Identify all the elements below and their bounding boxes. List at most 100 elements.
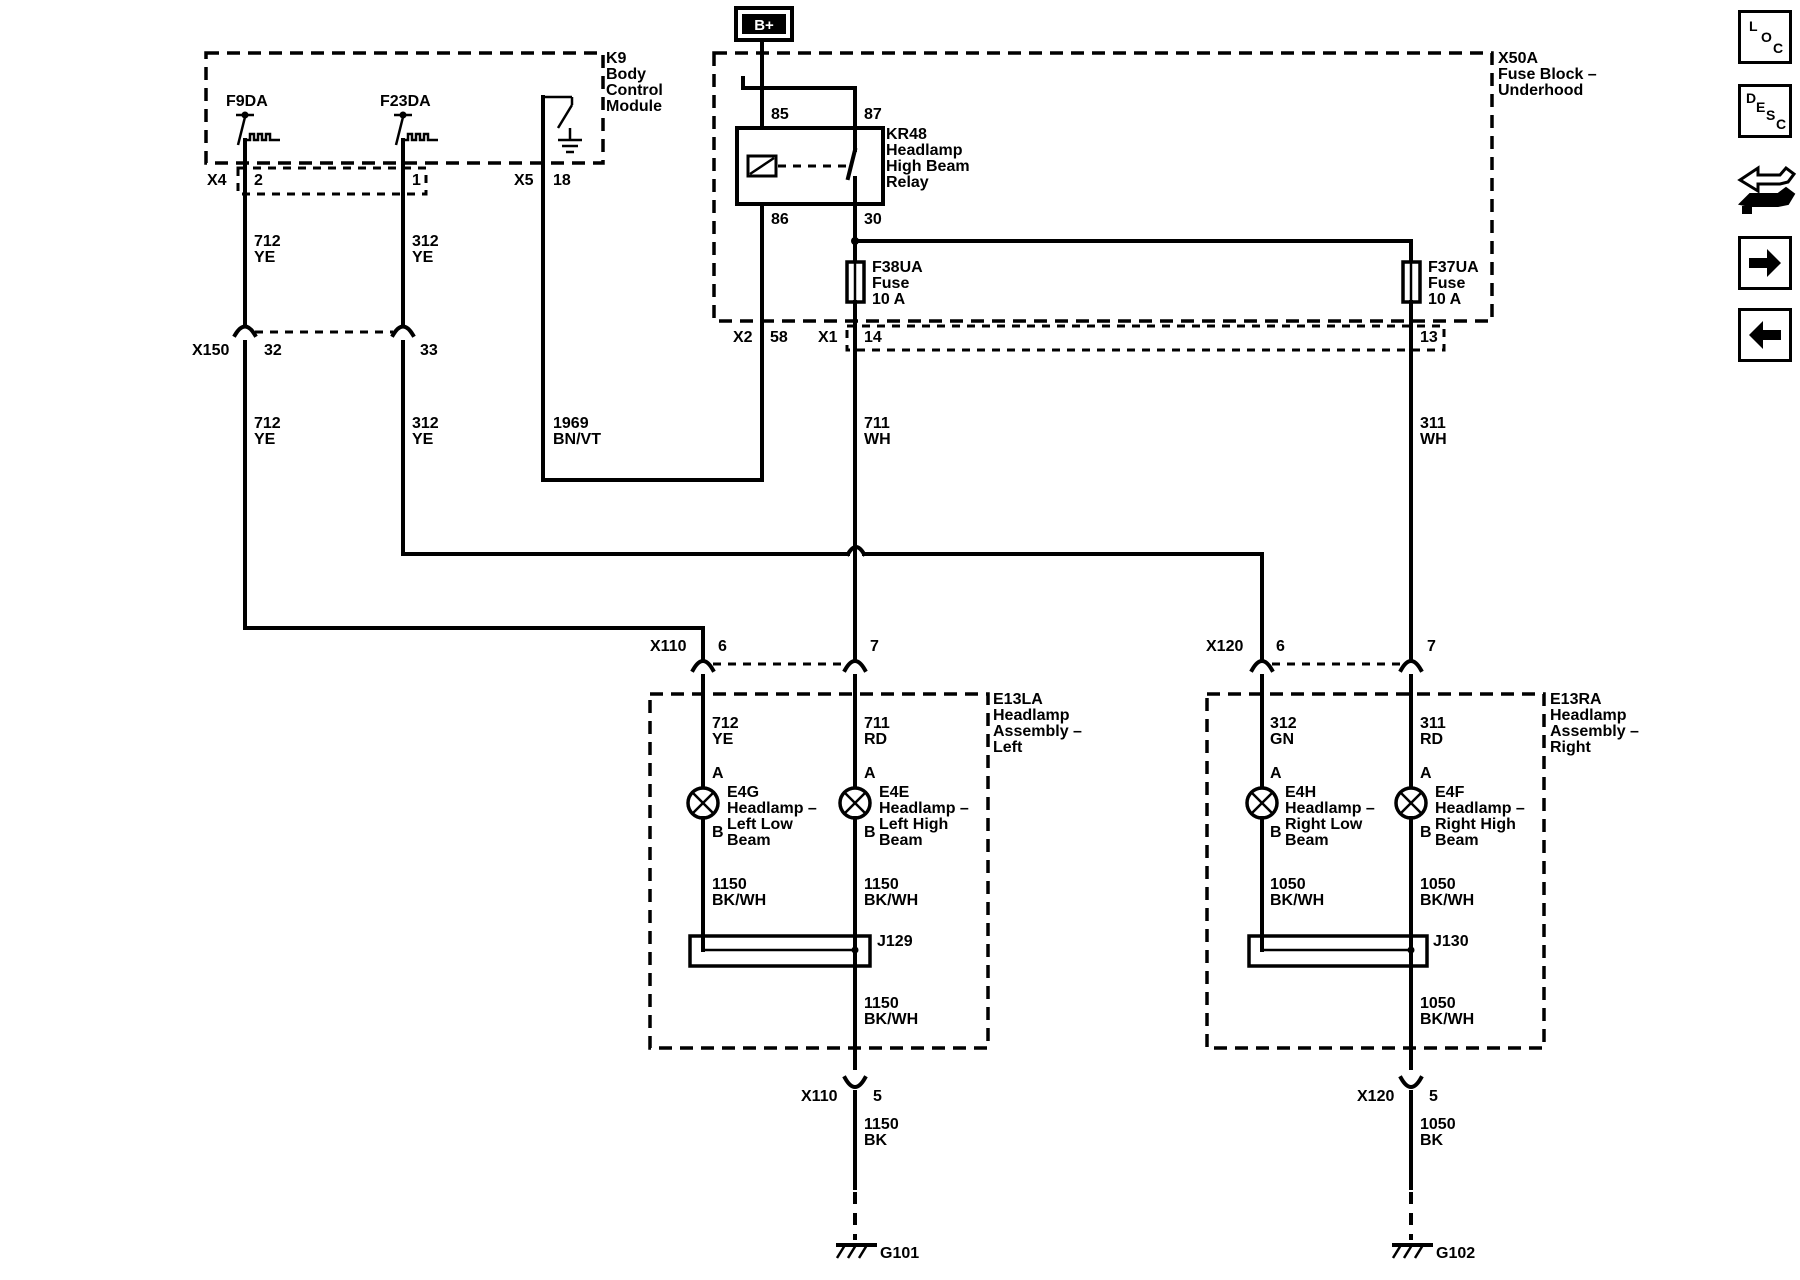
ground-g102-symbol bbox=[1391, 1243, 1433, 1259]
wire-712-run bbox=[243, 626, 705, 662]
w1050b-num: 1050 bbox=[1420, 876, 1456, 893]
w311-color: WH bbox=[1420, 431, 1447, 448]
e4e-label-4: Beam bbox=[879, 832, 923, 849]
x120-ground-connector bbox=[1398, 1075, 1424, 1089]
x4-connector-box bbox=[236, 166, 428, 196]
e4h-pin-a: A bbox=[1270, 765, 1282, 782]
left-assembly-box bbox=[648, 692, 990, 1050]
e4h-label-1: E4H bbox=[1285, 784, 1316, 801]
desc-letter-d: D bbox=[1746, 90, 1757, 106]
e4g-label-3: Left Low bbox=[727, 816, 793, 833]
e4h-label-4: Beam bbox=[1285, 832, 1329, 849]
right-assembly-name-1: Headlamp bbox=[1550, 707, 1627, 724]
x110-connector bbox=[690, 659, 868, 673]
x1-connector-box bbox=[845, 324, 1446, 352]
lamp-e4g bbox=[686, 786, 720, 820]
lamp-e4h bbox=[1245, 786, 1279, 820]
x110-label: X110 bbox=[650, 638, 687, 655]
x5-label: X5 bbox=[514, 172, 534, 189]
connector-button[interactable] bbox=[1736, 160, 1797, 218]
w1050b-color: BK/WH bbox=[1420, 892, 1474, 909]
bcm-x5-input-symbol bbox=[541, 95, 582, 482]
w1050a-num: 1050 bbox=[1270, 876, 1306, 893]
loc-letter-c: C bbox=[1773, 40, 1784, 56]
e4g-label-1: E4G bbox=[727, 784, 759, 801]
bcm-name-3: Module bbox=[606, 98, 662, 115]
next-button[interactable] bbox=[1738, 236, 1792, 290]
w1150a-num: 1150 bbox=[712, 876, 747, 893]
w711-num: 711 bbox=[864, 415, 890, 432]
w311-num: 311 bbox=[1420, 415, 1446, 432]
x150-connector bbox=[232, 324, 416, 338]
w1150d-num: 1150 bbox=[864, 1116, 899, 1133]
relay-coil bbox=[746, 154, 778, 178]
g101-label: G101 bbox=[880, 1245, 919, 1262]
relay-contact bbox=[845, 147, 858, 181]
f23da-driver-symbol bbox=[394, 111, 438, 146]
w711-color: WH bbox=[864, 431, 891, 448]
x120-pin-7: 7 bbox=[1427, 638, 1436, 655]
splice-j130 bbox=[1247, 934, 1429, 968]
loc-letter-l: L bbox=[1749, 18, 1758, 34]
x4-pin-1: 1 bbox=[412, 172, 421, 189]
w1150c-num: 1150 bbox=[864, 995, 899, 1012]
relay-label-1: KR48 bbox=[886, 126, 927, 143]
description-button[interactable]: D E S C bbox=[1738, 84, 1792, 138]
e4f-pin-b: B bbox=[1420, 824, 1432, 841]
w1050c-color: BK/WH bbox=[1420, 1011, 1474, 1028]
w1969-color: BN/VT bbox=[553, 431, 601, 448]
relay-pin-30: 30 bbox=[864, 211, 882, 228]
location-button[interactable]: L O C bbox=[1738, 10, 1792, 64]
f23da-label: F23DA bbox=[380, 93, 431, 110]
w1150b-num: 1150 bbox=[864, 876, 899, 893]
e4f-label-4: Beam bbox=[1435, 832, 1479, 849]
g102-label: G102 bbox=[1436, 1245, 1475, 1262]
x120-pin-5: 5 bbox=[1429, 1088, 1438, 1105]
w312-in-num: 312 bbox=[1270, 715, 1297, 732]
j129-label: J129 bbox=[877, 933, 913, 950]
bcm-name-2: Control bbox=[606, 82, 663, 99]
x5-pin-18: 18 bbox=[553, 172, 571, 189]
e4g-pin-b: B bbox=[712, 824, 724, 841]
fuse-left-3: 10 A bbox=[872, 291, 906, 308]
desc-letter-e: E bbox=[1756, 99, 1766, 115]
e4f-label-2: Headlamp – bbox=[1435, 800, 1525, 817]
previous-button[interactable] bbox=[1738, 308, 1792, 362]
x120-pin-6: 6 bbox=[1276, 638, 1285, 655]
relay-pin-87: 87 bbox=[864, 106, 882, 123]
fuse-right-1: F37UA bbox=[1428, 259, 1479, 276]
e4h-label-3: Right Low bbox=[1285, 816, 1363, 833]
right-assembly-name-2: Assembly – bbox=[1550, 723, 1639, 740]
w1050d-color: BK bbox=[1420, 1132, 1444, 1149]
right-assembly-box bbox=[1205, 692, 1546, 1050]
fuse-block-name-2: Underhood bbox=[1498, 82, 1583, 99]
x4-pin-2: 2 bbox=[254, 172, 263, 189]
w312-color: YE bbox=[412, 249, 434, 266]
x110-pin-7: 7 bbox=[870, 638, 879, 655]
f9da-driver-symbol bbox=[236, 111, 280, 146]
relay-label-3: High Beam bbox=[886, 158, 970, 175]
relay-kr48 bbox=[735, 126, 885, 206]
fuse-left-1: F38UA bbox=[872, 259, 923, 276]
w1050a-color: BK/WH bbox=[1270, 892, 1324, 909]
right-assembly-name-3: Right bbox=[1550, 739, 1592, 756]
x2-pin-58: 58 bbox=[770, 329, 788, 346]
left-assembly-name-2: Assembly – bbox=[993, 723, 1082, 740]
w312-num: 312 bbox=[412, 233, 439, 250]
x120-ground-label: X120 bbox=[1357, 1088, 1394, 1105]
w711-in-num: 711 bbox=[864, 715, 890, 732]
splice-j129 bbox=[688, 934, 872, 968]
w1969-num: 1969 bbox=[553, 415, 589, 432]
f9da-label: F9DA bbox=[226, 93, 268, 110]
fuse-left-2: Fuse bbox=[872, 275, 909, 292]
x150-label: X150 bbox=[192, 342, 229, 359]
w712-num: 712 bbox=[254, 233, 281, 250]
w711-in-color: RD bbox=[864, 731, 887, 748]
x110-pin-5: 5 bbox=[873, 1088, 882, 1105]
e4e-label-1: E4E bbox=[879, 784, 910, 801]
fuse-right-2: Fuse bbox=[1428, 275, 1465, 292]
w1050d-num: 1050 bbox=[1420, 1116, 1456, 1133]
x4-label: X4 bbox=[207, 172, 227, 189]
left-assembly-ref: E13LA bbox=[993, 691, 1043, 708]
